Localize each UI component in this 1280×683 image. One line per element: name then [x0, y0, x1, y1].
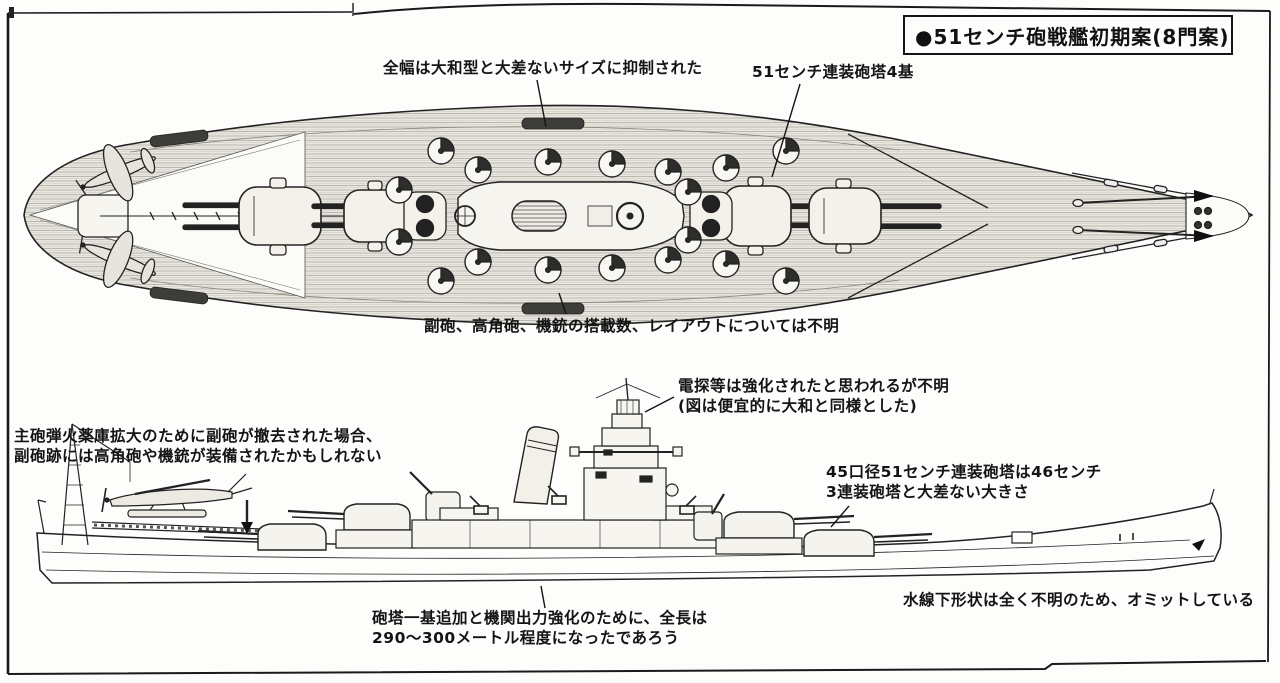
- main-turret-4-plan: [182, 177, 322, 256]
- aa-guns-profile: [469, 485, 697, 515]
- main-turret-3-plan: [311, 180, 409, 252]
- figure-title-box: ●51センチ砲戦艦初期案(8門案): [903, 15, 1233, 55]
- aft-turrets-profile: [197, 503, 417, 551]
- stern-crane: [37, 423, 131, 546]
- catapult-and-floatplane: [91, 473, 263, 535]
- leader-turrets: [771, 83, 801, 178]
- superstructure-plan: [454, 181, 685, 251]
- annotation-length-note: 砲塔一基追加と機関出力強化のために、全長は 290〜300メートル程度になったで…: [372, 609, 708, 648]
- main-turret-2-plan: [722, 176, 820, 256]
- leader-radar: [644, 396, 675, 413]
- floatplane-plan: [75, 144, 156, 288]
- superstructure-profile: [411, 377, 723, 549]
- secondary-turrets-plan: [403, 191, 733, 241]
- leader-beam: [536, 79, 547, 128]
- fwd-turrets-profile: [715, 511, 933, 557]
- annotation-turret-size-note: 45口径51センチ連装砲塔は46センチ 3連装砲塔と大差ない大きさ: [826, 463, 1102, 502]
- annotation-beam-limit: 全幅は大和型と大差ないサイズに抑制された: [383, 59, 703, 77]
- figure-title: ●51センチ砲戦艦初期案(8門案): [915, 24, 1230, 49]
- annotation-underwater-note: 水線下形状は全く不明のため、オミットしている: [903, 591, 1255, 609]
- annotation-main-turrets: 51センチ連装砲塔4基: [752, 63, 914, 81]
- funnel-profile: [513, 426, 560, 505]
- leader-turret-size: [830, 505, 850, 528]
- leader-length: [540, 585, 546, 609]
- fwd-secondary-turret-profile: [693, 493, 725, 541]
- radar-antenna: [616, 399, 640, 415]
- boats-plan: [149, 117, 585, 315]
- bow-details-plan: [1071, 172, 1250, 260]
- breakwater-plan: [847, 133, 989, 299]
- annotation-magazine-note: 主砲弾火薬庫拡大のために副砲が撤去された場合、 副砲跡には高角砲や機銃が装備され…: [14, 427, 383, 466]
- ship-top-view: [23, 104, 1254, 326]
- ship-side-view: [36, 377, 1222, 584]
- annotation-radar-note: 電探等は強化されたと思われるが不明 (図は便宜的に大和と同様とした): [678, 377, 950, 416]
- page-frame: [6, 2, 1271, 675]
- funnel-plan: [511, 200, 567, 232]
- leader-secondary: [558, 292, 567, 315]
- leader-lines: [536, 79, 850, 609]
- bridge-tower-profile: [569, 377, 683, 521]
- bow-details-profile: [1011, 488, 1215, 551]
- annotation-secondary-unknown: 副砲、高角砲、機銃の搭載数、レイアウトについては不明: [424, 317, 840, 335]
- main-turret-1-plan: [808, 178, 942, 254]
